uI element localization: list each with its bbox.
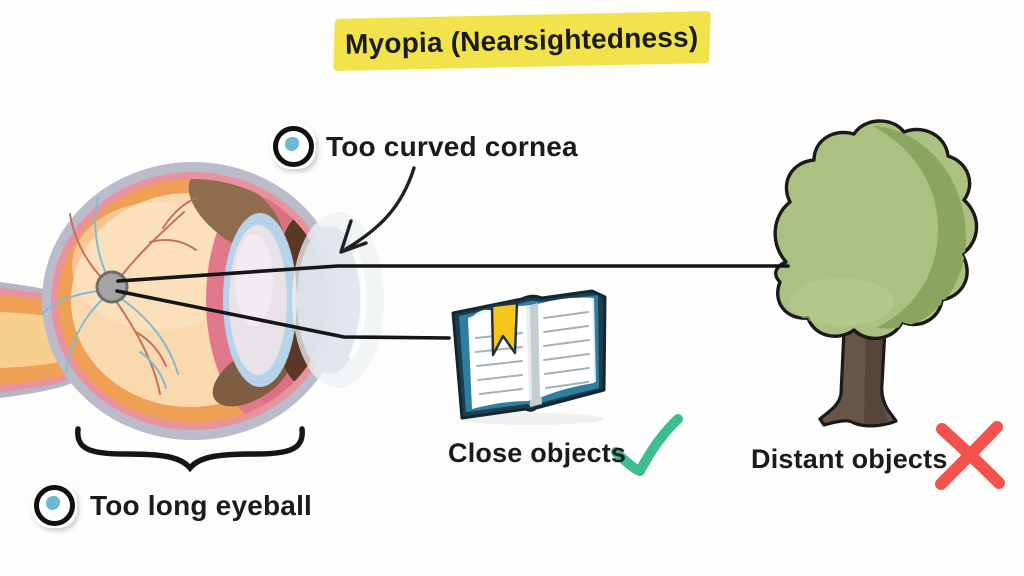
cross-icon: [935, 421, 1005, 490]
eye-icon-iris: [46, 496, 60, 510]
close-objects-label: Close objects: [448, 438, 627, 468]
title-banner: Myopia (Nearsightedness): [333, 11, 711, 71]
cornea-label: Too curved cornea: [326, 131, 578, 162]
focal-point-dot: [95, 270, 129, 304]
cornea-arrow-icon: [339, 166, 416, 254]
checkmark-icon: [611, 414, 683, 476]
eye-icon-ring: [33, 484, 75, 526]
light-ray-distant: [116, 264, 790, 283]
eye-cross-section-illustration: [0, 162, 384, 440]
eye-icon: [270, 123, 316, 169]
open-book-illustration: [451, 289, 607, 425]
eyeball-brace: [75, 426, 305, 473]
eyeball-label: Too long eyeball: [90, 490, 313, 521]
eye-icon-ring: [272, 125, 314, 167]
tree-illustration: [773, 119, 979, 428]
retina-blood-vessels: [41, 197, 197, 395]
page-title: Myopia (Nearsightedness): [345, 21, 699, 60]
bookmark-ribbon: [490, 301, 519, 357]
eye-icon: [31, 482, 77, 528]
light-ray-close: [115, 289, 451, 340]
distant-objects-label: Distant objects: [751, 444, 948, 474]
eye-icon-iris: [285, 137, 299, 151]
